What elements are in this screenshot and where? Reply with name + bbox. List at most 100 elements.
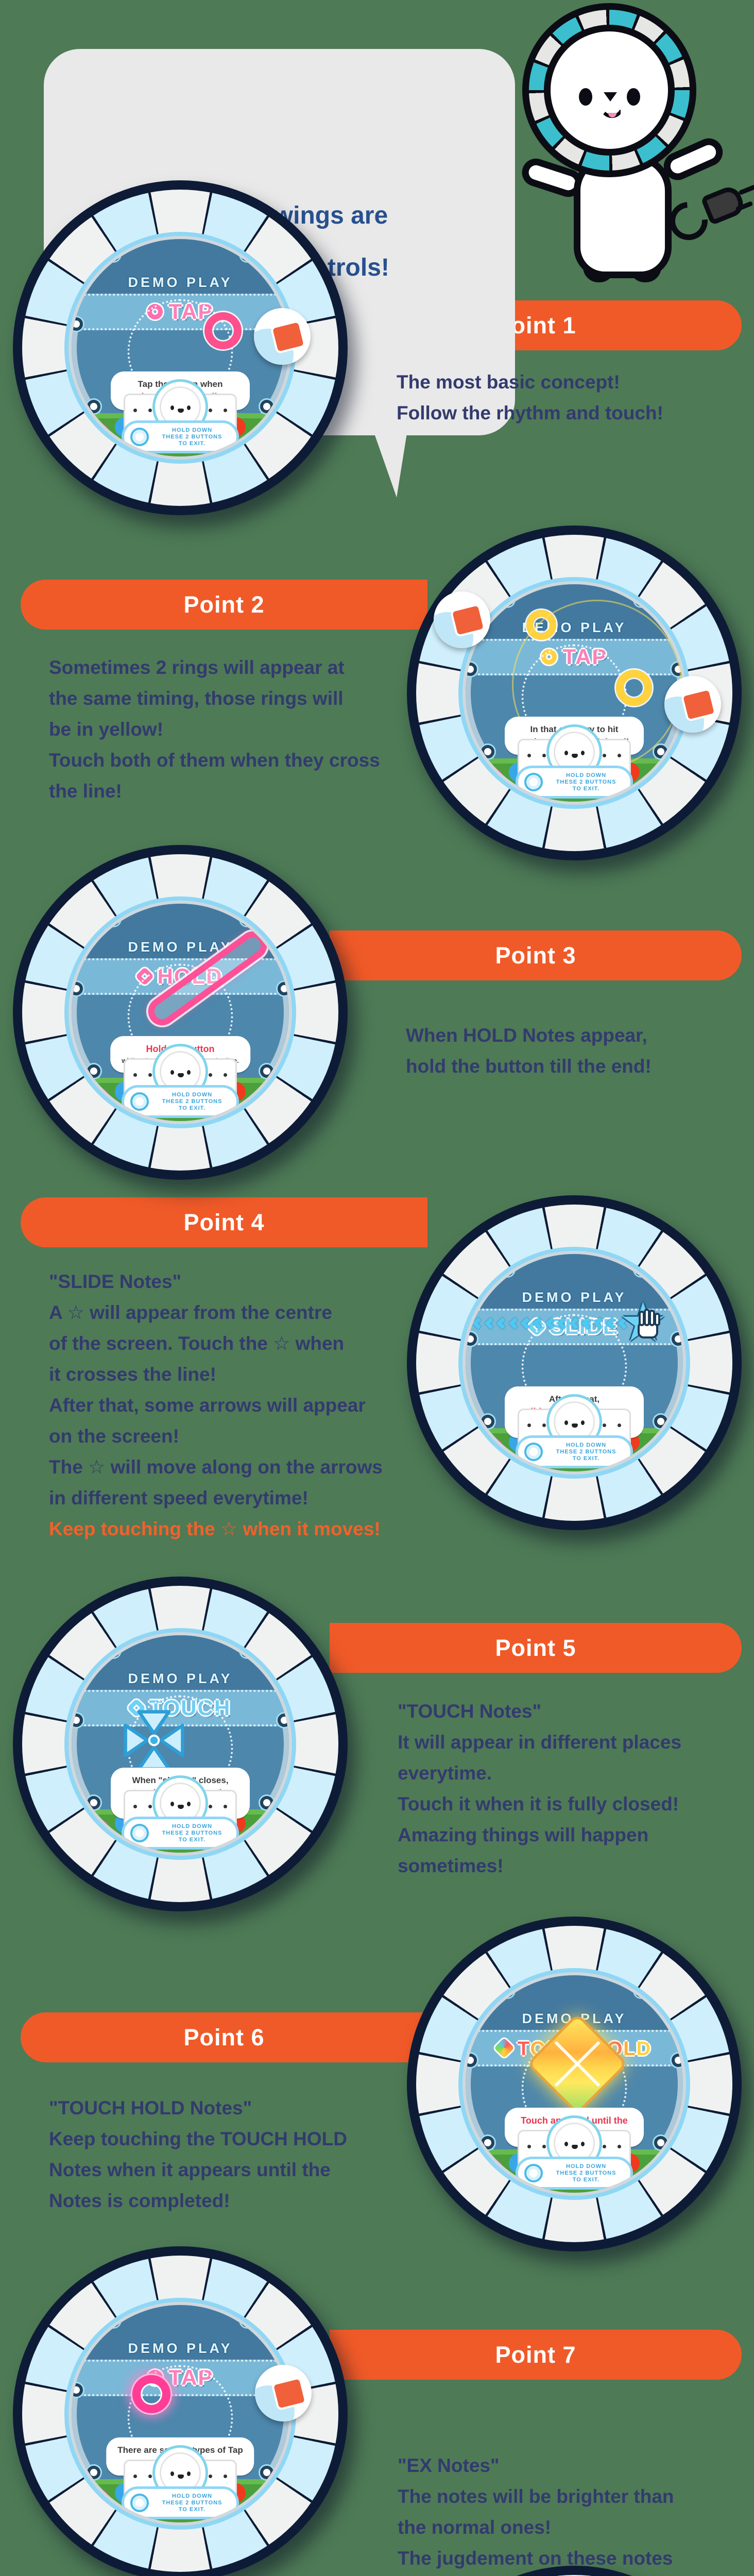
exit-line: HOLD DOWN bbox=[566, 772, 607, 778]
demo-screen: DEMO PLAY TOUCH bbox=[68, 1632, 292, 1856]
wire-hub bbox=[278, 981, 289, 995]
description-line: the same timing, those rings will bbox=[49, 688, 344, 709]
slide-arrow bbox=[593, 1317, 606, 1330]
exit-pill: HOLD DOWN THESE 2 BUTTONS TO EXIT. bbox=[516, 1435, 633, 1468]
wire-hub bbox=[278, 1713, 289, 1727]
demo-play-label: DEMO PLAY bbox=[128, 2340, 233, 2356]
point-description: When HOLD Notes appear,hold the button t… bbox=[406, 1020, 652, 1082]
wheel-icon bbox=[130, 2494, 149, 2512]
demo-circle: DEMO PLAY TAP bbox=[13, 180, 348, 515]
wheel-icon bbox=[524, 773, 543, 791]
mini-mascot-eye bbox=[170, 405, 174, 411]
mini-mascot-eye bbox=[581, 1420, 585, 1426]
logo-letter: L bbox=[623, 2038, 637, 2060]
note-area: ★ bbox=[72, 2305, 289, 2522]
wheel-icon bbox=[524, 2164, 543, 2182]
demo-circle: DEMO PLAY TOUCH bbox=[13, 1577, 348, 1911]
exit-line: TO EXIT. bbox=[572, 1455, 600, 1462]
exit-instructions: HOLD DOWN THESE 2 BUTTONS TO EXIT. bbox=[154, 1092, 230, 1112]
demo-play-label: DEMO PLAY bbox=[128, 939, 233, 955]
description-line: sometimes! bbox=[398, 1855, 504, 1876]
wire-hub bbox=[72, 2383, 83, 2397]
wire-hub bbox=[481, 745, 494, 759]
ferris-wheel-icon bbox=[82, 422, 111, 450]
wire-hub bbox=[72, 981, 83, 995]
description-line: hold the button till the end! bbox=[406, 1056, 652, 1077]
exit-pill: HOLD DOWN THESE 2 BUTTONS TO EXIT. bbox=[516, 2157, 633, 2190]
wire-hub bbox=[654, 1415, 668, 1429]
wire-hub bbox=[241, 247, 254, 261]
point-banner: Point 5 bbox=[330, 1623, 742, 1673]
exit-line: THESE 2 BUTTONS bbox=[162, 433, 222, 440]
wire-hub bbox=[72, 317, 83, 331]
exit-line: HOLD DOWN bbox=[172, 1091, 213, 1098]
exit-line: HOLD DOWN bbox=[172, 1823, 213, 1829]
ferris-wheel-icon bbox=[82, 1818, 111, 1846]
point-description: "SLIDE Notes"A ☆ will appear from the ce… bbox=[49, 1266, 383, 1545]
exit-line: THESE 2 BUTTONS bbox=[162, 1098, 222, 1105]
mini-mascot-eye bbox=[170, 2471, 174, 2477]
description-line: Sometimes 2 rings will appear at bbox=[49, 657, 345, 678]
mini-mascot-eye bbox=[187, 405, 191, 411]
slide-arrow bbox=[569, 1317, 582, 1330]
wire-hub bbox=[500, 592, 514, 606]
demo-title-band: DEMO PLAY bbox=[466, 1254, 683, 1309]
mini-mascot-snout bbox=[178, 1805, 184, 1809]
wire-hub bbox=[500, 1984, 514, 1997]
bubble-line: There are several types of Tap bbox=[117, 2445, 243, 2455]
note-ring bbox=[204, 312, 242, 349]
demo-circle: DEMO PLAY TAP bbox=[13, 2246, 348, 2576]
slide-star-hand: ★ bbox=[619, 1294, 681, 1356]
touch-hold-note bbox=[526, 2013, 628, 2115]
wire-hub bbox=[672, 2053, 683, 2067]
mini-mascot-eye bbox=[581, 751, 585, 756]
exit-instructions: HOLD DOWN THESE 2 BUTTONS TO EXIT. bbox=[548, 2163, 624, 2183]
wire-hub bbox=[500, 1262, 514, 1276]
description-line: The jugdement on these notes bbox=[398, 2548, 673, 2569]
slide-arrow bbox=[545, 1317, 557, 1330]
wire-hub bbox=[87, 400, 100, 414]
touch-note bbox=[120, 1706, 188, 1774]
wire-hub bbox=[260, 1796, 274, 1810]
mini-mascot-snout bbox=[178, 1073, 184, 1078]
demo-screen: DEMO PLAY SLIDE bbox=[462, 1251, 686, 1475]
point-banner-label: Point 5 bbox=[495, 1634, 576, 1661]
description-line: The ☆ will move along on the arrows bbox=[49, 1456, 383, 1478]
mascot-eye bbox=[627, 88, 640, 106]
exit-line: THESE 2 BUTTONS bbox=[556, 1448, 616, 1455]
mini-mascot-snout bbox=[178, 409, 184, 413]
point-description: "TOUCH HOLD Notes"Keep touching the TOUC… bbox=[49, 2093, 347, 2216]
exit-line: HOLD DOWN bbox=[172, 2493, 213, 2499]
demo-circle: DEMO PLAY SLIDE bbox=[407, 1195, 742, 1530]
wire-hub bbox=[466, 662, 477, 676]
description-line: The most basic concept! bbox=[397, 371, 620, 393]
hand-icon bbox=[638, 1309, 660, 1338]
wheel-icon bbox=[130, 428, 149, 446]
slide-arrow bbox=[606, 1317, 618, 1330]
demo-screen: DEMO PLAY TAP bbox=[462, 581, 686, 805]
demo-play-label: DEMO PLAY bbox=[522, 1289, 627, 1305]
description-line: A ☆ will appear from the centre bbox=[49, 1302, 332, 1323]
point-banner: Point 2 bbox=[21, 580, 427, 630]
demo-circle: DEMO PLAY TAP bbox=[407, 2566, 742, 2576]
description-line: the normal ones! bbox=[398, 2517, 552, 2538]
demo-title-band: DEMO PLAY bbox=[72, 1635, 289, 1690]
logo-letter: D bbox=[636, 2038, 652, 2060]
demo-title-band: DEMO PLAY bbox=[72, 239, 289, 294]
exit-pill: HOLD DOWN THESE 2 BUTTONS TO EXIT. bbox=[122, 420, 239, 453]
exit-instructions: HOLD DOWN THESE 2 BUTTONS TO EXIT. bbox=[548, 772, 624, 792]
bubble-line: Tap the button when bbox=[138, 379, 223, 389]
slide-arrow bbox=[508, 1317, 521, 1330]
point-banner: Point 7 bbox=[330, 2330, 742, 2380]
demo-title-band: DEMO PLAY bbox=[72, 904, 289, 958]
mascot-nose bbox=[604, 92, 617, 101]
mini-mascot-eye bbox=[581, 2142, 585, 2147]
